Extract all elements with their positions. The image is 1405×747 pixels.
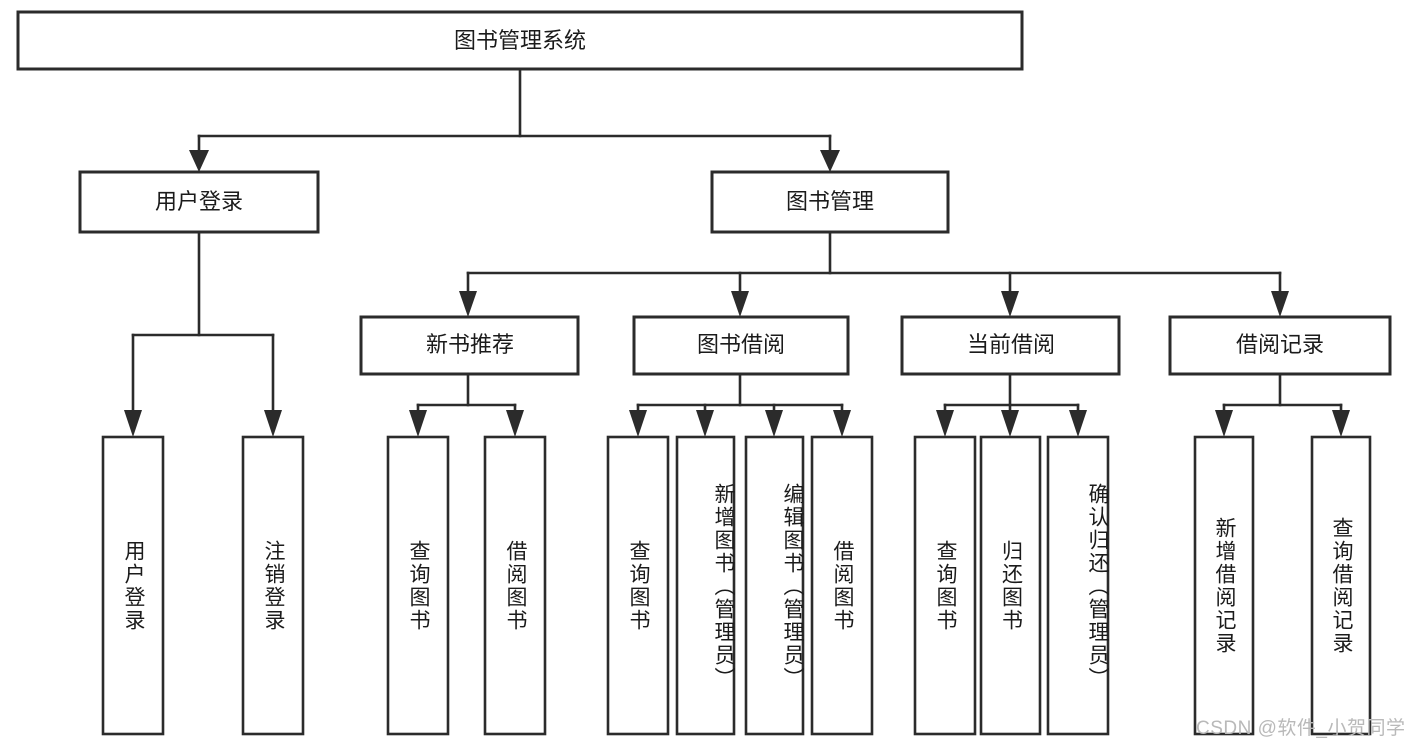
- connector-group-root-to-level2: [189, 67, 840, 172]
- node-box-current-borrow[interactable]: [900, 315, 1121, 376]
- connector-group-new-book-recommend-to-leaves: [409, 372, 524, 437]
- arrow-head-leaf-query-record: [1332, 410, 1350, 437]
- node-label-book-manage: 图书管理: [786, 189, 874, 214]
- arrow-head-leaf-confirm-return-admin: [1069, 410, 1087, 437]
- node-box-leaf-logout-login[interactable]: [241, 435, 305, 736]
- node-box-new-book-recommend[interactable]: [359, 315, 580, 376]
- arrow-head-leaf-query-book-1: [409, 410, 427, 437]
- arrow-head-leaf-borrow-book-2: [833, 410, 851, 437]
- node-box-root[interactable]: [16, 10, 1024, 71]
- node-box-leaf-query-record[interactable]: [1310, 435, 1372, 736]
- connector-group-user-login-to-leaves: [124, 230, 282, 437]
- arrow-head-user-login: [189, 150, 209, 172]
- arrow-head-leaf-query-book-2: [629, 410, 647, 437]
- node-label-borrow-record: 借阅记录: [1236, 332, 1324, 357]
- node-label-current-borrow: 当前借阅: [967, 332, 1055, 357]
- csdn-watermark: CSDN @软件_小贺同学: [1196, 718, 1405, 739]
- connector-group-book-borrow-to-leaves: [629, 372, 851, 437]
- node-box-leaf-query-book-2[interactable]: [606, 435, 670, 736]
- arrow-head-leaf-add-record: [1215, 410, 1233, 437]
- arrow-head-leaf-add-book-admin: [696, 410, 714, 437]
- node-box-book-borrow[interactable]: [632, 315, 850, 376]
- node-box-leaf-edit-book-admin[interactable]: [744, 435, 805, 736]
- connector-group-book-manage-to-level3: [459, 230, 1289, 317]
- node-label-new-book-recommend: 新书推荐: [426, 332, 514, 357]
- node-box-leaf-add-record[interactable]: [1193, 435, 1255, 736]
- arrow-head-borrow-record: [1271, 291, 1289, 317]
- arrow-head-leaf-return-book: [1001, 410, 1019, 437]
- node-box-leaf-query-book-1[interactable]: [386, 435, 450, 736]
- node-box-leaf-query-book-3[interactable]: [913, 435, 977, 736]
- arrow-head-leaf-query-book-3: [936, 410, 954, 437]
- node-label-book-borrow: 图书借阅: [697, 332, 785, 357]
- node-box-leaf-return-book[interactable]: [979, 435, 1042, 736]
- arrow-head-current-borrow: [1001, 291, 1019, 317]
- node-box-book-manage[interactable]: [710, 170, 950, 234]
- connector-group-borrow-record-to-leaves: [1215, 372, 1350, 437]
- node-label-user-login: 用户登录: [155, 189, 243, 214]
- node-box-leaf-user-login[interactable]: [101, 435, 165, 736]
- arrow-head-book-borrow: [731, 291, 749, 317]
- node-box-leaf-borrow-book-2[interactable]: [810, 435, 874, 736]
- arrow-head-leaf-borrow-book-1: [506, 410, 524, 437]
- arrow-head-leaf-logout-login: [264, 410, 282, 437]
- arrow-head-leaf-user-login: [124, 410, 142, 437]
- connector-group-current-borrow-to-leaves: [936, 372, 1087, 437]
- node-box-borrow-record[interactable]: [1168, 315, 1392, 376]
- arrow-head-book-manage: [820, 150, 840, 172]
- node-box-leaf-confirm-return-admin[interactable]: [1046, 435, 1110, 736]
- node-label-root: 图书管理系统: [454, 28, 586, 53]
- arrow-head-new-book-recommend: [459, 291, 477, 317]
- node-box-leaf-borrow-book-1[interactable]: [483, 435, 547, 736]
- node-box-user-login[interactable]: [78, 170, 320, 234]
- arrow-head-leaf-edit-book-admin: [765, 410, 783, 437]
- node-box-leaf-add-book-admin[interactable]: [675, 435, 736, 736]
